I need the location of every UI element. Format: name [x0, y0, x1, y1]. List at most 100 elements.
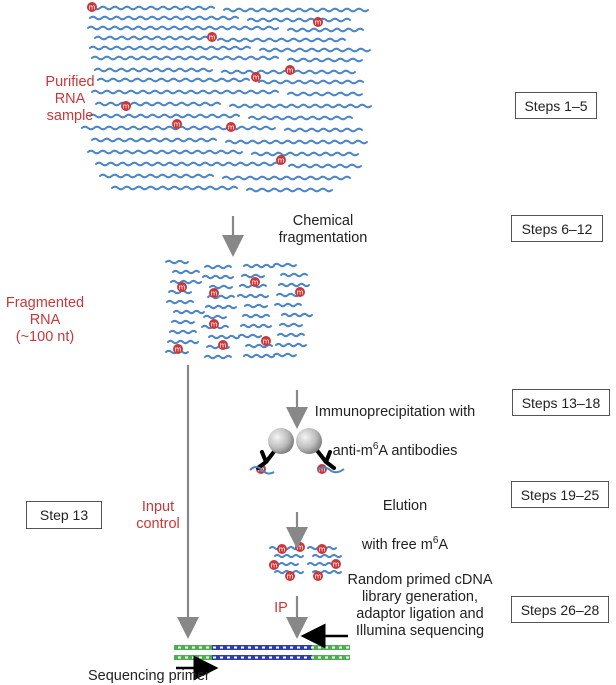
step-box-1: Steps 1–5 — [515, 92, 597, 119]
bead-right — [296, 428, 322, 454]
svg-text:m: m — [287, 573, 294, 581]
dna-top-strand-right — [312, 645, 350, 650]
rna-strand — [87, 5, 215, 11]
rna-strand — [225, 139, 368, 145]
antibody-beads — [249, 428, 345, 475]
rna-strand — [242, 313, 270, 319]
immuno-sup: 6 — [372, 441, 379, 452]
rna-strand — [274, 553, 304, 559]
rna-strand — [94, 67, 213, 73]
svg-text:m: m — [209, 34, 216, 42]
rna-strand — [202, 274, 234, 280]
elution-sup: 6 — [432, 535, 439, 546]
label-fragmented-rna: Fragmented RNA (~100 nt) — [5, 295, 85, 345]
label-input-control: Input control — [136, 499, 180, 532]
rna-strand — [273, 262, 297, 268]
m6a-marker: m — [285, 65, 295, 75]
step-box-2: Steps 6–12 — [511, 215, 603, 242]
rna-strand — [208, 334, 240, 340]
rna-strand — [209, 284, 233, 290]
dna-library — [174, 623, 350, 681]
svg-text:m: m — [271, 562, 278, 570]
label-sequencing-primer: Sequencing primer — [88, 668, 210, 684]
elution-line2-pre: with free m — [361, 536, 433, 553]
rna-strand — [229, 103, 372, 109]
rna-strand — [287, 91, 363, 97]
rna-strand — [246, 187, 333, 193]
label-immunoprecipitation: Immunoprecipitation with anti-m6A antibo… — [305, 387, 485, 460]
rna-strand — [273, 352, 297, 358]
svg-text:m: m — [174, 121, 181, 129]
rna-strand — [173, 309, 205, 315]
bound-rna-right — [317, 466, 345, 474]
rna-strand — [248, 115, 353, 121]
svg-text:m: m — [253, 74, 260, 82]
rna-strand — [204, 354, 232, 360]
svg-text:m: m — [297, 544, 304, 552]
rna-strand — [223, 7, 369, 13]
rna-strand — [279, 322, 303, 328]
rna-strand — [166, 299, 194, 305]
process-arrows — [177, 216, 308, 639]
m6a-marker: m — [317, 544, 327, 554]
svg-text:m: m — [287, 67, 294, 75]
rna-strand — [259, 47, 371, 53]
m6a-marker: m — [207, 32, 217, 42]
rna-strand — [89, 113, 240, 119]
rna-strand — [111, 185, 238, 191]
m6a-marker: m — [331, 559, 341, 569]
rna-strand — [217, 37, 346, 43]
rna-strand — [172, 269, 200, 275]
dna-bottom-strand-right — [312, 655, 350, 660]
fragmented-rna-strands — [165, 259, 313, 360]
rna-strand — [165, 259, 189, 265]
svg-text:m: m — [89, 4, 96, 12]
immuno-line1: Immunoprecipitation with — [314, 404, 476, 420]
rna-strand — [169, 329, 197, 335]
svg-text:m: m — [252, 279, 259, 287]
rna-strand — [241, 273, 265, 279]
rna-strand — [278, 282, 310, 288]
rna-strand — [91, 137, 217, 143]
m6a-marker: m — [313, 571, 323, 581]
rna-strand — [251, 151, 359, 157]
m6a-marker: m — [177, 282, 187, 292]
svg-text:m: m — [263, 338, 270, 346]
m6a-marker: m — [269, 560, 279, 570]
rna-strand — [280, 272, 308, 278]
rna-strand — [247, 17, 351, 23]
rna-strand — [281, 312, 313, 318]
rna-strand — [89, 45, 251, 51]
label-random-primed: Random primed cDNA library generation, a… — [347, 572, 493, 639]
svg-text:m: m — [211, 290, 218, 298]
m6a-marker: m — [276, 155, 286, 165]
svg-text:m: m — [123, 103, 130, 111]
elution-line2-post: A — [438, 536, 449, 553]
rna-strand — [203, 314, 227, 320]
m6a-marker: m — [251, 72, 261, 82]
m6a-marker: m — [173, 344, 183, 354]
rna-strand — [244, 303, 268, 309]
rna-strand — [87, 149, 243, 155]
m6a-marker: m — [218, 340, 228, 350]
rna-strand — [274, 302, 302, 308]
rna-strand — [288, 163, 362, 169]
svg-text:m: m — [211, 321, 218, 329]
m6a-marker: m — [226, 122, 236, 132]
svg-text:m: m — [278, 157, 285, 165]
svg-text:m: m — [297, 289, 304, 297]
m6a-marker: m — [172, 119, 182, 129]
m6a-marker: m — [285, 571, 295, 581]
m6a-marker: m — [209, 319, 219, 329]
label-chemical-fragmentation: Chemical fragmentation — [278, 213, 368, 246]
immuno-line2-pre: anti-m — [332, 442, 373, 459]
svg-text:m: m — [279, 546, 286, 554]
rna-strand — [99, 173, 214, 179]
rna-strand — [276, 292, 300, 298]
elution-line1: Elution — [382, 498, 428, 514]
rna-strand — [204, 264, 232, 270]
m6a-marker: m — [261, 336, 271, 346]
svg-text:m: m — [319, 546, 326, 554]
rna-strand — [168, 289, 192, 295]
